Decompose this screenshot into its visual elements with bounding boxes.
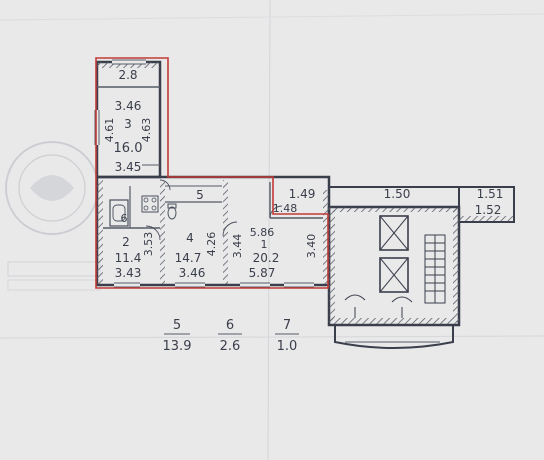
summary-number-7: 7 [283,318,291,333]
bathtub [109,199,129,227]
balcony-dim-a: 1.51 [477,187,504,201]
toilet [167,203,177,220]
landing-door-marks [344,294,413,318]
room-6-labels: 6 [121,212,128,225]
apartment-boundary [95,57,329,289]
room-4-number: 4 [186,231,194,245]
room-1-labels: 5.86 1 20.2 5.87 3.44 3.40 [231,226,318,280]
summary-number-5: 5 [173,318,181,333]
room-3-labels: 2.8 3.46 3 16.0 4.61 4.63 3.45 [103,68,153,174]
room-1-dim-right: 3.40 [305,234,318,259]
windows [94,59,440,343]
corridor-labels: 1.49 1.48 1.50 [273,187,411,215]
corridor-dim-c: 1.50 [384,187,411,201]
room-5-number: 5 [196,188,204,202]
sheet-edge-line [0,13,544,21]
room-4-dim-right: 4.26 [205,232,218,257]
hatched-walls [97,62,514,324]
room-2-dim-bottom: 3.43 [115,266,142,280]
corridor-dim-b: 1.48 [273,202,298,215]
room-1-dim-top: 5.86 [250,226,275,239]
room-4-dim-bottom: 3.46 [179,266,206,280]
room-4-area: 14.7 [175,251,202,265]
area-summary: 5 13.9 6 2.6 7 1.0 [163,318,299,354]
floor-plan [94,57,515,349]
room-2-number: 2 [122,235,130,249]
room-2-dim-right: 3.53 [142,232,155,257]
balcony-labels: 1.51 1.52 [475,187,504,217]
summary-area-6: 2.6 [220,339,241,354]
room-1-area: 20.2 [253,251,280,265]
room-3-dim-mid: 3.46 [115,99,142,113]
room-3-dim-bottom: 3.45 [115,160,142,174]
room-2-labels: 2 11.4 3.53 3.43 [115,232,155,280]
room-5-labels: 5 [196,188,204,202]
stamp-seal [5,141,101,291]
summary-area-7: 1.0 [277,339,298,354]
room-2-area: 11.4 [115,251,142,265]
room-1-dim-left: 3.44 [231,234,244,259]
interior-walls [97,86,459,229]
room-4-labels: 4 14.7 4.26 3.46 [175,231,218,280]
room-1-dim-bottom: 5.87 [249,266,276,280]
room-3-dim-right: 4.63 [140,118,153,143]
room-3-dim-left: 4.61 [103,118,116,143]
room-1-number: 1 [261,238,268,251]
summary-area-5: 13.9 [163,339,192,354]
balcony-dim-b: 1.52 [475,203,502,217]
room-3-dim-top: 2.8 [118,68,137,82]
room-6-number: 6 [121,212,128,225]
corridor-dim-a: 1.49 [289,187,316,201]
room-3-area: 16.0 [114,141,143,156]
staircase [424,234,446,304]
sheet-edge-line [267,0,271,460]
elevator-shaft [379,215,409,293]
kitchen-stove [141,195,159,213]
room-3-number: 3 [124,117,132,131]
summary-number-6: 6 [226,318,234,333]
